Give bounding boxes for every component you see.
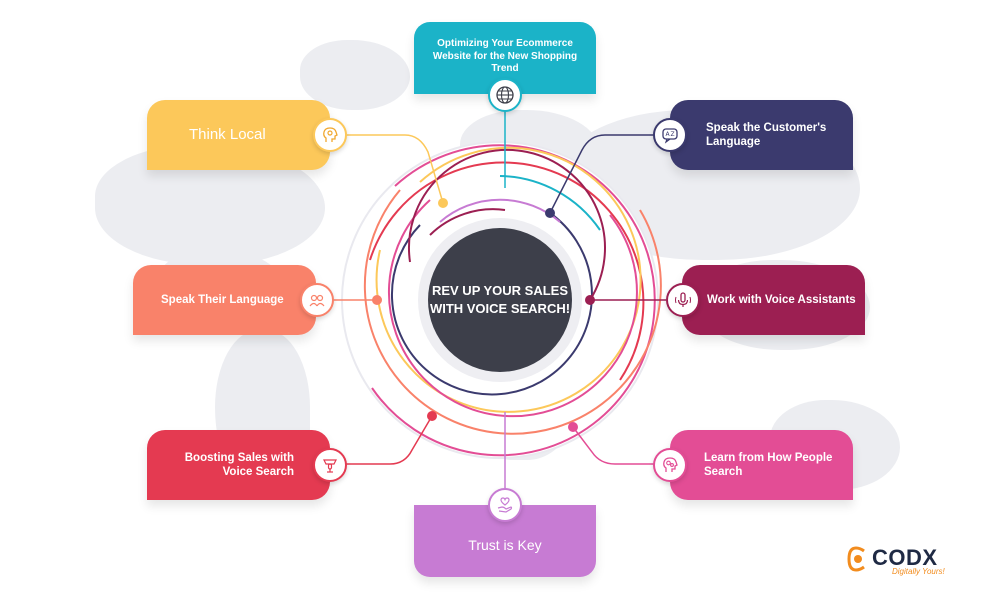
card-learn-people-search-label: Learn from How People Search: [704, 451, 833, 478]
globe-www-icon: [488, 78, 522, 112]
svg-text:A: A: [666, 131, 671, 138]
ring-maroon: [408, 149, 606, 301]
connector-speak-customer: [549, 134, 655, 214]
card-boosting-sales-label: Boosting Sales with Voice Search: [184, 451, 294, 478]
codx-logo-mark: [847, 546, 865, 572]
connector-learn-people: [572, 426, 655, 465]
dot-voice-assistants: [585, 295, 595, 305]
ring-teal: [499, 175, 601, 231]
card-speak-their-language-label: Speak Their Language: [161, 293, 284, 306]
voice-assistant-icon: [313, 448, 347, 482]
card-optimizing-website-label: Optimizing Your Ecommerce Website for th…: [432, 38, 578, 74]
head-location-icon: [313, 118, 347, 152]
dot-speak-their: [372, 295, 382, 305]
card-think-local: Think Local: [147, 100, 330, 170]
card-boosting-sales: Boosting Sales with Voice Search: [147, 430, 330, 500]
center-title: REV UP YOUR SALES WITH VOICE SEARCH!: [429, 283, 571, 316]
ring-orange: [363, 189, 662, 435]
codx-logo-brand: CODX: [872, 545, 938, 570]
card-think-local-label: Think Local: [189, 125, 266, 143]
card-speak-their-language: Speak Their Language: [133, 265, 316, 335]
heart-hand-icon: [488, 488, 522, 522]
card-speak-customer-language-label: Speak the Customer's Language: [706, 121, 827, 148]
dot-boosting-sales: [427, 411, 437, 421]
card-work-voice-assistants-label: Work with Voice Assistants: [707, 293, 856, 306]
card-speak-customer-language: Speak the Customer's Language: [670, 100, 853, 170]
ring-navy: [390, 212, 593, 396]
card-work-voice-assistants: Work with Voice Assistants: [682, 265, 865, 335]
microphone-icon: [666, 283, 700, 317]
ring-pink-outer: [371, 144, 656, 457]
people-talking-icon: [300, 283, 334, 317]
dot-learn-people: [568, 422, 578, 432]
ring-yellow: [375, 146, 642, 413]
center-disc: [428, 228, 572, 372]
head-gears-icon: [653, 448, 687, 482]
connector-boosting-sales: [346, 415, 433, 465]
card-learn-people-search: Learn from How People Search: [670, 430, 853, 500]
ring-pink-mid: [387, 199, 638, 418]
card-trust-is-key-label: Trust is Key: [468, 537, 542, 554]
codx-logo-tagline: Digitally Yours!: [892, 567, 945, 576]
ring-red: [369, 161, 645, 381]
dot-speak-customer: [545, 208, 555, 218]
connector-think-local: [346, 134, 444, 204]
codx-logo: CODX Digitally Yours!: [846, 544, 956, 578]
dot-think-local: [438, 198, 448, 208]
svg-text:Z: Z: [671, 131, 675, 138]
ring-maroon-inner: [429, 208, 506, 236]
